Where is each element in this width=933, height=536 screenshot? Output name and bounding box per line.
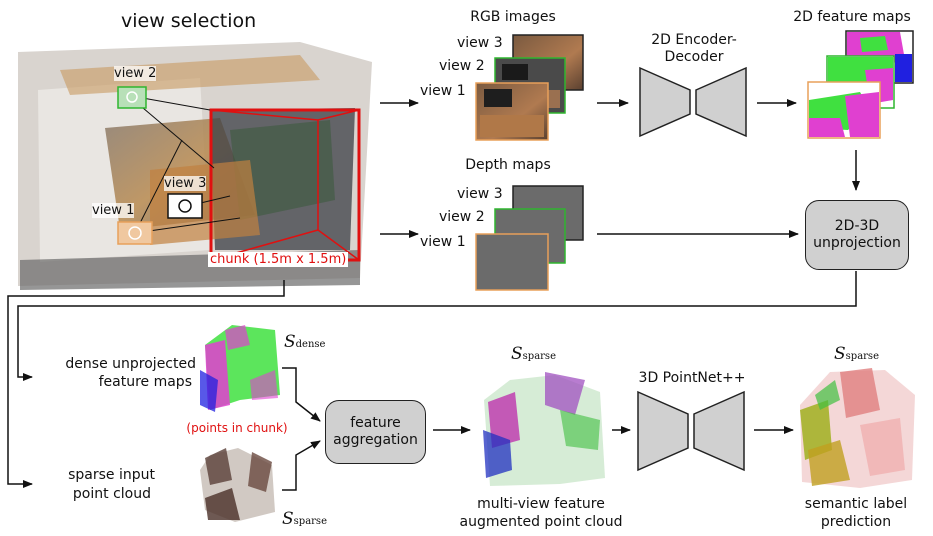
pointnet-encoder-shape	[637, 390, 689, 472]
depth-map-view1	[475, 233, 549, 291]
prediction-label-line1: semantic label	[804, 496, 908, 512]
camera-icon-view1	[117, 221, 153, 245]
augmented-label-line2: augmented point cloud	[459, 514, 623, 530]
aggregation-label-line1: feature	[350, 415, 401, 431]
dense-symbol: Sdense	[284, 332, 326, 352]
depth-title: Depth maps	[465, 157, 551, 173]
rgb-label-view3: view 3	[457, 35, 503, 51]
augmented-label-line1: multi-view feature	[477, 496, 605, 512]
unprojection-label-line1: 2D-3D	[834, 218, 880, 234]
sparse-label-line1: sparse input	[68, 467, 155, 483]
encoder-label-line1: 2D Encoder-	[651, 32, 737, 48]
feature-map-view1	[807, 81, 881, 139]
augmented-symbol: Ssparse	[511, 344, 556, 364]
aggregation-module: feature aggregation	[325, 400, 426, 464]
depth-label-view3: view 3	[457, 186, 503, 202]
semantic-prediction-point-cloud	[800, 368, 915, 488]
pointnet-label: 3D PointNet++	[638, 370, 746, 386]
unprojection-module: 2D-3D unprojection	[805, 200, 909, 270]
aggregation-label-line2: aggregation	[333, 432, 418, 448]
camera-label-view2: view 2	[114, 66, 157, 81]
camera-label-view1: view 1	[92, 203, 135, 218]
sparse-input-symbol: Ssparse	[282, 509, 327, 529]
dense-feature-point-cloud	[200, 325, 280, 412]
rgb-image-view1	[475, 82, 549, 141]
depth-label-view2: view 2	[439, 209, 485, 225]
camera-label-view3: view 3	[164, 176, 207, 191]
chunk-label: chunk (1.5m x 1.5m)	[208, 252, 349, 267]
room-point-cloud	[18, 42, 372, 290]
rgb-title: RGB images	[470, 9, 556, 25]
rgb-label-view1: view 1	[420, 83, 466, 99]
sparse-label-line2: point cloud	[72, 486, 151, 502]
prediction-symbol: Ssparse	[834, 344, 879, 364]
view-selection-title: view selection	[121, 10, 257, 32]
encoder-label-line2: Decoder	[664, 49, 724, 65]
decoder-shape	[695, 66, 747, 138]
depth-label-view1: view 1	[420, 234, 466, 250]
augmented-point-cloud	[483, 372, 605, 486]
rgb-label-view2: view 2	[439, 58, 485, 74]
pointnet-decoder-shape	[693, 390, 745, 472]
feature-maps-title: 2D feature maps	[793, 9, 911, 25]
sparse-input-point-cloud	[200, 448, 275, 522]
camera-icon-view2	[117, 86, 147, 109]
dense-label-line1: dense unprojected	[65, 356, 196, 372]
prediction-label-line2: prediction	[820, 514, 892, 530]
camera-icon-view3	[167, 193, 203, 219]
points-in-chunk-label: (points in chunk)	[186, 421, 288, 435]
unprojection-label-line2: unprojection	[813, 235, 901, 251]
dense-label-line2: feature maps	[98, 374, 192, 390]
encoder-shape	[639, 66, 691, 138]
